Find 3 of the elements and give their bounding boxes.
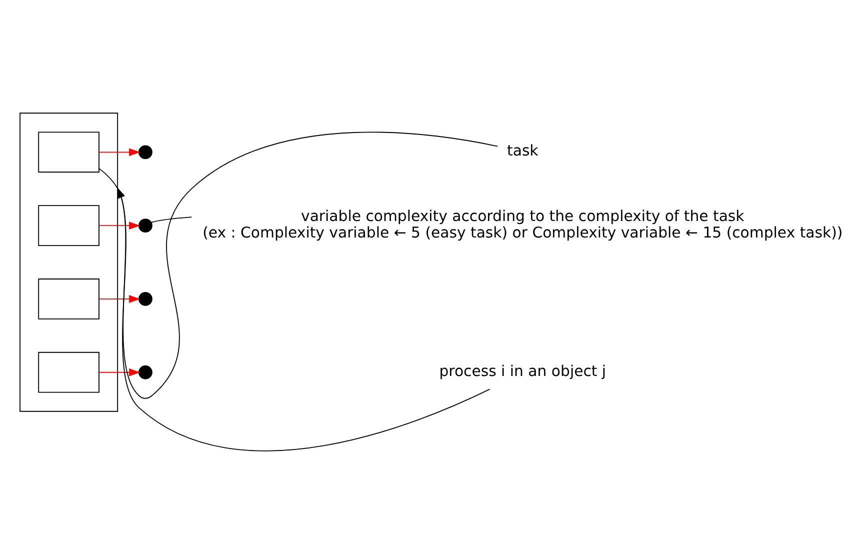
node-text: process i in an object j xyxy=(439,361,606,380)
node-text: task xyxy=(507,141,538,160)
node-text: variable complexity according to the complexity of the task (ex : Complexity variable ← 5 (easy task) or Complexity variable ← 15 (complex task)) xyxy=(202,206,843,241)
